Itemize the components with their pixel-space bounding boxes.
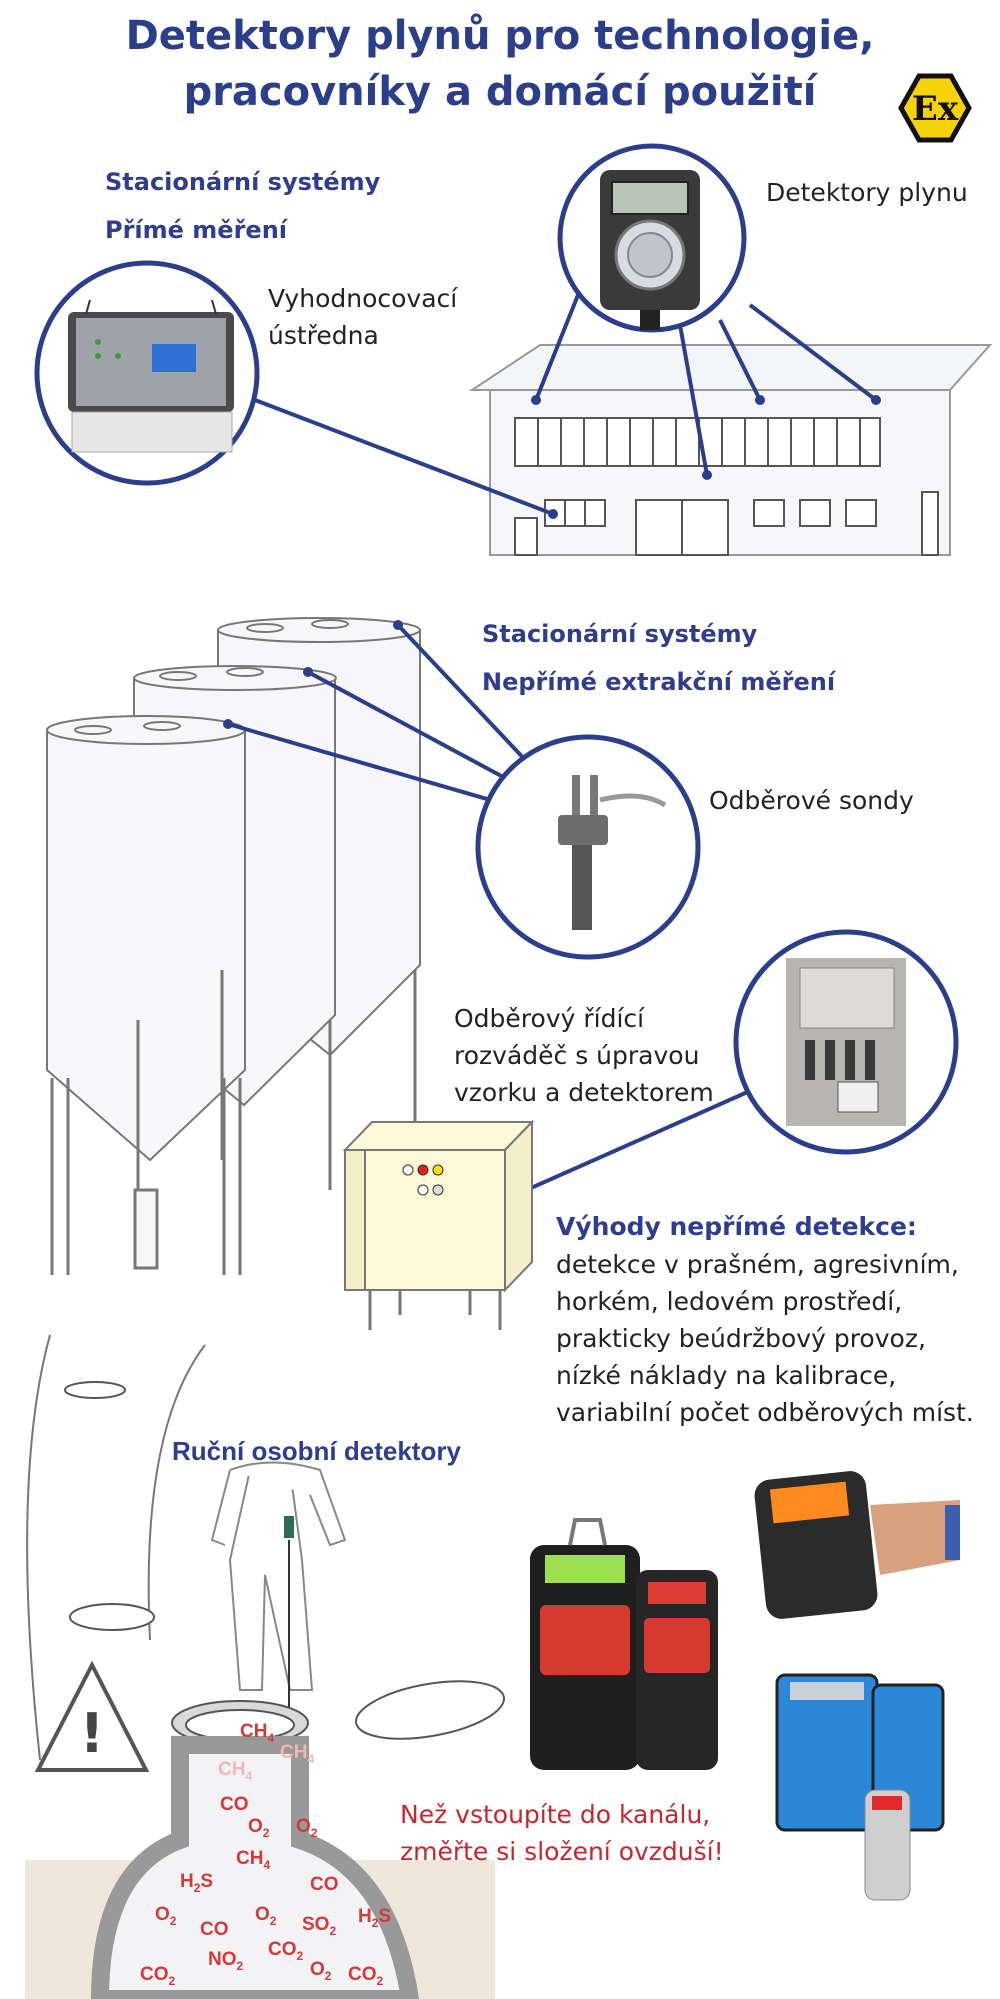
gas-label: CH4 [280,1742,314,1766]
gas-label: CH4 [218,1759,252,1783]
handheld-detector-in-hand [754,1471,960,1619]
gas-label: O2 [155,1904,177,1928]
gas-label: CO [310,1874,339,1895]
stationary-heading-2: Stacionární systémy [482,620,758,648]
warning-line-2: změřte si složení ovzduší! [400,1837,724,1866]
gas-label: NO2 [208,1949,244,1973]
gas-label: H2S [180,1871,213,1895]
handheld-detector-red [636,1570,718,1770]
cabinet-label-line-2: rozváděč s úpravou [454,1041,700,1070]
control-unit-label: Vyhodnocovací ústředna [268,280,457,354]
gas-detector-photo [557,143,747,333]
manhole-illustration: ! [25,1334,505,1999]
control-unit-label-line-2: ústředna [268,321,379,350]
svg-text:!: ! [80,1702,105,1765]
cabinet-label-line-3: vzorku a detektorem [454,1078,714,1107]
gas-label: CO2 [268,1939,304,1963]
warning-line-1: Než vstoupíte do kanálu, [400,1800,711,1829]
gas-detectors-label: Detektory plynu [766,178,968,207]
gas-label: O2 [296,1816,318,1840]
warning-triangle-icon [34,1660,150,1772]
direct-measurement-heading: Přímé měření [105,216,288,244]
manhole-warning: Než vstoupíte do kanálu, změřte si slože… [400,1796,724,1870]
gas-label: H2S [358,1906,391,1930]
handheld-detector-blue [775,1673,945,1901]
handheld-detector-green [530,1518,640,1770]
gas-label: CO [200,1919,229,1940]
worker-figure [210,1461,347,1691]
handheld-detectors-heading: Ruční osobní detektory [172,1436,461,1466]
sampling-probes-label: Odběrové sondy [709,786,914,815]
sampling-panel-photo [733,929,959,1155]
advantages-line: variabilní počet odběrových míst. [556,1398,974,1427]
gas-label: CO [220,1794,249,1815]
indirect-measurement-heading: Nepřímé extrakční měření [482,668,836,696]
silos-illustration [46,617,421,1275]
advantages-line: prakticky beúdržbový provoz, [556,1324,926,1353]
advantages-heading: Výhody nepřímé detekce: [556,1212,917,1241]
title-line-1: Detektory plynů pro technologie, [125,13,875,59]
building-illustration [468,344,993,556]
control-unit-label-line-1: Vyhodnocovací [268,284,458,313]
gas-label: O2 [255,1904,277,1928]
advantages-line: nízké náklady na kalibrace, [556,1361,897,1390]
sampling-cabinet-illustration [342,1119,535,1330]
gas-label: CO2 [140,1964,176,1988]
gas-label: CO2 [348,1964,384,1988]
sampling-cabinet-label: Odběrový řídící rozváděč s úpravou vzork… [454,1000,714,1111]
gas-label: O2 [310,1959,332,1983]
sampling-probe-photo [475,734,701,960]
title-line-2: pracovníky a domácí použití [183,69,817,115]
control-unit-photo [34,260,260,486]
page-title: Detektory plynů pro technologie, pracovn… [0,8,1000,120]
stationary-heading-1: Stacionární systémy [105,168,381,196]
gas-label: O2 [248,1816,270,1840]
advantages-line: detekce v prašném, agresivním, [556,1250,959,1279]
gas-label: CH4 [240,1721,274,1745]
gas-label: CH4 [236,1848,270,1872]
advantages-line: horkém, ledovém prostředí, [556,1287,903,1316]
advantages-block: Výhody nepřímé detekce: detekce v prašné… [556,1208,974,1431]
gas-label: SO2 [302,1914,336,1938]
cabinet-label-line-1: Odběrový řídící [454,1004,645,1033]
